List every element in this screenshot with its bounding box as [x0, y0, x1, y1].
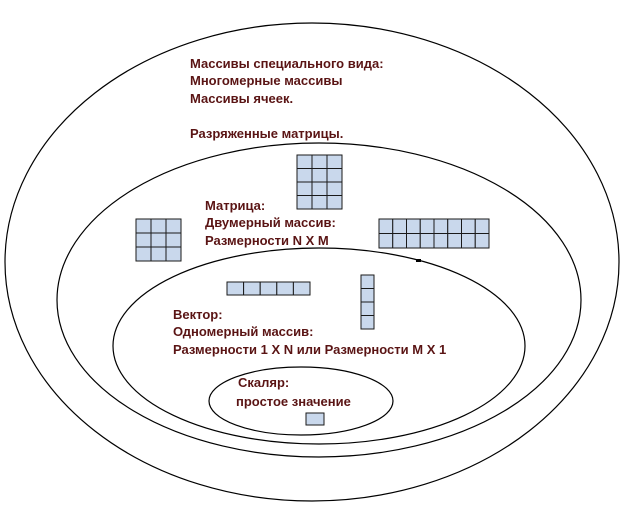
vector-line-1d-array: Одномерный массив: [173, 324, 313, 339]
grid-cell [165, 218, 182, 234]
grid-cell [226, 281, 245, 296]
matrix-line-2d-array: Двумерный массив: [205, 215, 336, 230]
grid-cell [326, 168, 343, 183]
scalar-line-simple-value: простое значение [236, 394, 351, 409]
grid-cell [135, 218, 152, 234]
grid-cell [326, 195, 343, 210]
row-vector-grid-1x5 [226, 281, 311, 296]
vector-line-dimensions: Размерности 1 X N или Размерности M X 1 [173, 342, 446, 357]
scalar-cell [305, 412, 325, 426]
grid-cell [419, 233, 435, 249]
grid-cell [165, 232, 182, 248]
grid-cell [259, 281, 278, 296]
grid-cell [406, 233, 421, 249]
grid-cell [378, 218, 394, 234]
grid-cell [406, 218, 421, 234]
outer-line-cell-arrays: Массивы ячеек. [190, 91, 293, 106]
scalar-ellipse [208, 366, 394, 436]
grid-cell [360, 301, 375, 316]
grid-cell [433, 233, 449, 249]
grid-cell [447, 233, 462, 249]
matrix-grid-square-3x3 [135, 218, 182, 262]
outer-line-multidimensional: Многомерные массивы [190, 73, 342, 88]
grid-cell [461, 218, 476, 234]
grid-cell [419, 218, 435, 234]
grid-cell [447, 218, 462, 234]
grid-cell [326, 154, 343, 169]
grid-cell [243, 281, 261, 296]
grid-cell [474, 233, 490, 249]
outer-ellipse-special-arrays [4, 22, 620, 502]
matrix-title: Матрица: [205, 198, 265, 213]
matrix-grid-tall-3x4 [296, 154, 343, 210]
grid-cell [378, 233, 394, 249]
grid-cell [135, 232, 152, 248]
grid-cell [292, 281, 311, 296]
grid-cell [150, 218, 167, 234]
matrix-line-dimensions: Размерности N X M [205, 233, 329, 248]
grid-cell [360, 288, 375, 303]
grid-cell [276, 281, 294, 296]
grid-cell [433, 218, 449, 234]
vector-title: Вектор: [173, 307, 223, 322]
matrix-grid-wide-8x2 [378, 218, 490, 249]
grid-cell [392, 218, 407, 234]
outer-title: Массивы специального вида: [190, 56, 384, 71]
grid-cell [311, 168, 328, 183]
grid-cell [150, 232, 167, 248]
column-vector-grid-4x1 [360, 274, 375, 330]
dash-mark [416, 259, 421, 262]
outer-line-sparse-matrices: Разряженные матрицы. [190, 126, 343, 141]
vector-ellipse [112, 247, 526, 445]
grid-cell [360, 274, 375, 289]
grid-cell [150, 246, 167, 262]
grid-cell [311, 181, 328, 196]
grid-cell [360, 315, 375, 330]
matrix-ellipse [56, 142, 582, 458]
grid-cell [311, 195, 328, 210]
grid-cell [296, 195, 313, 210]
grid-cell [296, 154, 313, 169]
grid-cell [296, 168, 313, 183]
grid-cell [474, 218, 490, 234]
grid-cell [392, 233, 407, 249]
grid-cell [165, 246, 182, 262]
grid-cell [311, 154, 328, 169]
grid-cell [461, 233, 476, 249]
grid-cell [296, 181, 313, 196]
grid-cell [305, 412, 325, 426]
grid-cell [326, 181, 343, 196]
scalar-title: Скаляр: [238, 375, 289, 390]
grid-cell [135, 246, 152, 262]
